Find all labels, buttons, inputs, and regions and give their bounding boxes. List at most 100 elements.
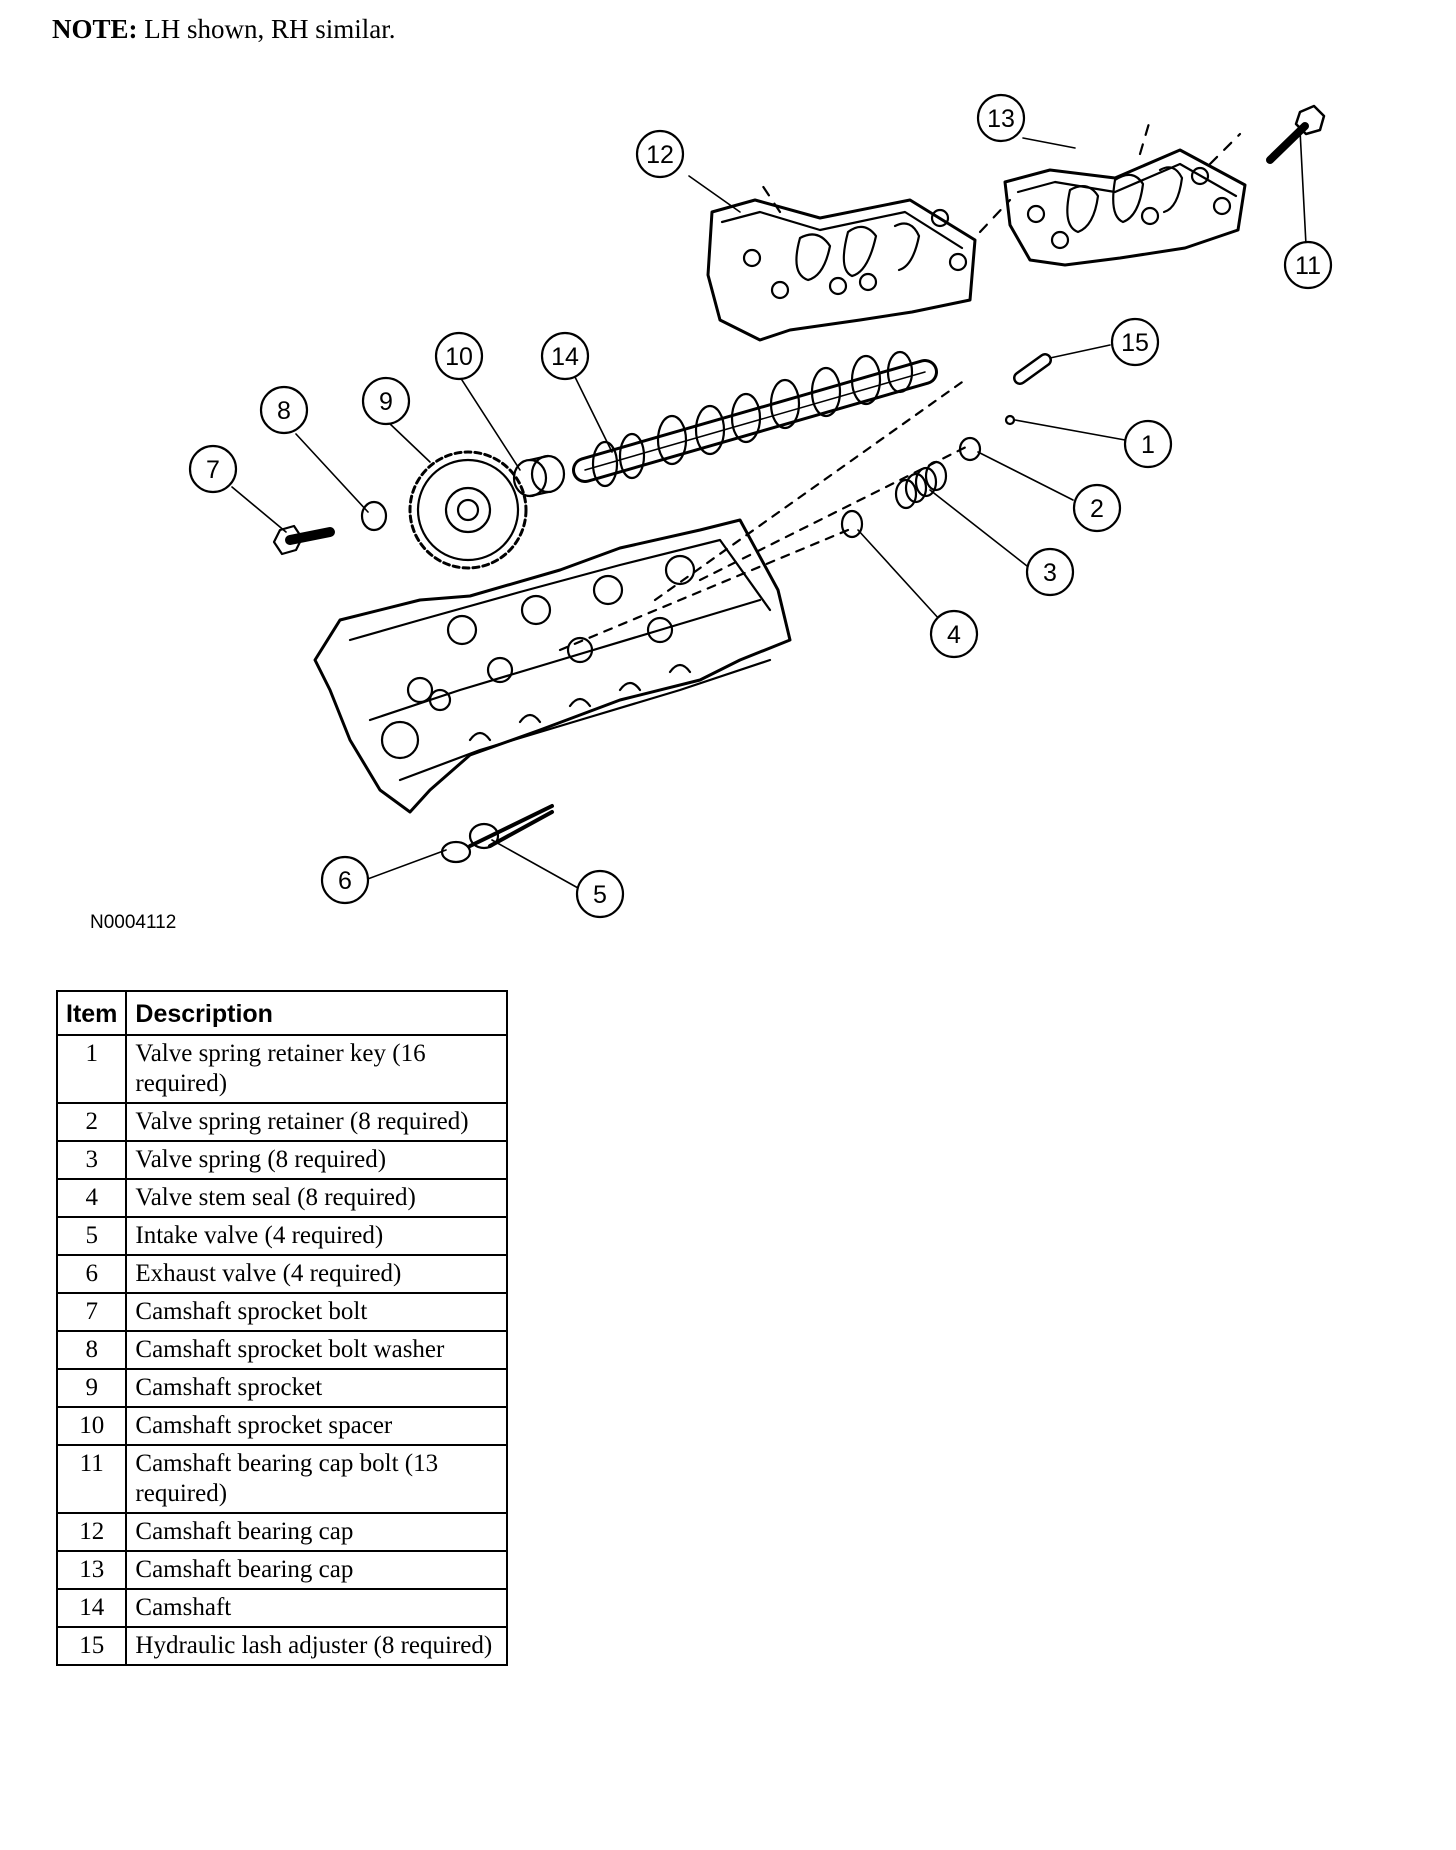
- callout-2: 2: [1072, 483, 1122, 533]
- washer-drawing: [360, 500, 388, 532]
- item-description: Camshaft: [125, 1588, 508, 1628]
- item-number: 5: [55, 1216, 128, 1256]
- guide-lines: [758, 118, 1242, 234]
- item-description: Camshaft bearing cap: [125, 1512, 508, 1552]
- item-number: 13: [55, 1550, 128, 1590]
- column-header-item: Item: [55, 990, 128, 1036]
- item-description: Camshaft sprocket: [125, 1368, 508, 1408]
- callout-15: 15: [1110, 317, 1160, 367]
- sprocket-bolt-drawing: [272, 524, 335, 556]
- assembly-lines: [558, 378, 972, 652]
- callout-6: 6: [320, 855, 370, 905]
- bearing-cap-bolt-drawing: [1266, 104, 1326, 164]
- item-description: Camshaft bearing cap: [125, 1550, 508, 1590]
- svg-text:9: 9: [379, 388, 393, 416]
- camshaft-drawing: [572, 350, 938, 488]
- item-description: Camshaft sprocket spacer: [125, 1406, 508, 1446]
- stem-seal-drawing: [840, 509, 864, 539]
- item-number: 3: [55, 1140, 128, 1180]
- svg-text:11: 11: [1295, 252, 1321, 280]
- callout-10: 10: [434, 331, 484, 381]
- valves-drawing: [440, 804, 554, 864]
- callout-3: 3: [1025, 547, 1075, 597]
- svg-text:13: 13: [987, 105, 1015, 133]
- callout-9: 9: [361, 376, 411, 426]
- retainer-key-drawing: [1004, 414, 1016, 426]
- svg-text:7: 7: [206, 456, 220, 484]
- item-description: Hydraulic lash adjuster (8 required): [125, 1626, 508, 1666]
- item-number: 9: [55, 1368, 128, 1408]
- svg-text:6: 6: [338, 867, 352, 895]
- item-number: 10: [55, 1406, 128, 1446]
- item-number: 8: [55, 1330, 128, 1370]
- note-line: NOTE: LH shown, RH similar.: [52, 14, 396, 45]
- item-number: 14: [55, 1588, 128, 1628]
- callout-8: 8: [259, 385, 309, 435]
- callout-13: 13: [976, 93, 1026, 143]
- bearing-cap-12-drawing: [706, 198, 977, 342]
- item-number: 7: [55, 1292, 128, 1332]
- callout-14: 14: [540, 331, 590, 381]
- callout-4: 4: [929, 609, 979, 659]
- svg-text:3: 3: [1043, 559, 1057, 587]
- svg-text:12: 12: [646, 141, 674, 169]
- item-number: 2: [55, 1102, 128, 1142]
- table-header-row: Item Description: [55, 990, 508, 1036]
- callout-11: 11: [1283, 240, 1333, 290]
- callout-7: 7: [188, 444, 238, 494]
- svg-text:4: 4: [947, 621, 961, 649]
- lash-adjuster-drawing: [1013, 353, 1052, 385]
- spacer-drawing: [512, 454, 566, 498]
- item-description: Valve stem seal (8 required): [125, 1178, 508, 1218]
- callout-1: 1: [1123, 419, 1173, 469]
- svg-text:10: 10: [445, 343, 473, 371]
- item-number: 4: [55, 1178, 128, 1218]
- exploded-view-diagram: 1 2 3 4 5 6 7 8 9 10 11 12 13 14 15: [188, 93, 1333, 919]
- bearing-cap-13-drawing: [1003, 148, 1247, 267]
- item-description: Exhaust valve (4 required): [125, 1254, 508, 1294]
- svg-text:1: 1: [1141, 431, 1155, 459]
- item-number: 12: [55, 1512, 128, 1552]
- svg-text:14: 14: [551, 343, 579, 371]
- leader-lines: [231, 129, 1307, 889]
- svg-text:5: 5: [593, 881, 607, 909]
- item-number: 6: [55, 1254, 128, 1294]
- item-description: Valve spring retainer key (16 required): [125, 1034, 508, 1104]
- note-text: LH shown, RH similar.: [144, 14, 396, 44]
- svg-text:15: 15: [1121, 329, 1149, 357]
- item-description: Valve spring (8 required): [125, 1140, 508, 1180]
- item-description: Camshaft sprocket bolt: [125, 1292, 508, 1332]
- cylinder-head-drawing: [313, 518, 792, 814]
- note-label: NOTE:: [52, 14, 138, 44]
- item-description: Valve spring retainer (8 required): [125, 1102, 508, 1142]
- svg-text:2: 2: [1090, 495, 1104, 523]
- item-description: Camshaft sprocket bolt washer: [125, 1330, 508, 1370]
- item-number: 1: [55, 1034, 128, 1104]
- sprocket-drawing: [408, 450, 528, 570]
- item-number: 15: [55, 1626, 128, 1666]
- item-description: Camshaft bearing cap bolt (13 required): [125, 1444, 508, 1514]
- callout-5: 5: [575, 869, 625, 919]
- column-header-description: Description: [125, 990, 508, 1036]
- item-description: Intake valve (4 required): [125, 1216, 508, 1256]
- item-number: 11: [55, 1444, 128, 1514]
- callout-12: 12: [635, 129, 685, 179]
- figure-id: N0004112: [90, 912, 177, 933]
- svg-text:8: 8: [277, 397, 291, 425]
